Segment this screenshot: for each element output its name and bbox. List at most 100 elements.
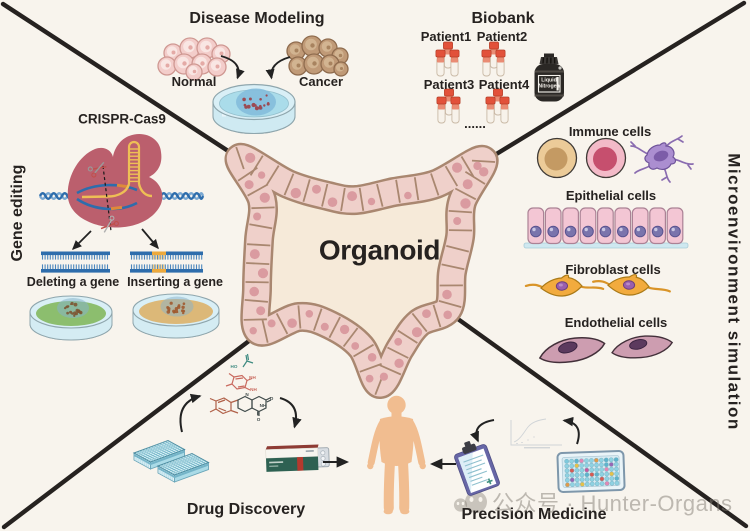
organoid-cell-wall <box>438 300 462 308</box>
assay-well <box>574 463 579 468</box>
dish-speckle <box>251 102 256 108</box>
epithelial-cell <box>666 207 684 245</box>
assay-well <box>565 477 570 483</box>
tube-cap <box>481 49 492 58</box>
organoid-cell-wall <box>353 343 374 358</box>
assay-well <box>608 457 614 463</box>
report-graph-sketch-part <box>510 420 562 446</box>
assay-well <box>599 476 605 482</box>
epithelial-cell <box>579 207 597 245</box>
nucleus-highlight <box>626 282 631 286</box>
dish-speckle <box>181 305 185 309</box>
wechat-icon-part <box>465 491 487 513</box>
medicine-box-part <box>265 444 330 472</box>
organoid-cell-wall <box>251 206 275 210</box>
cancer-label: Cancer <box>298 73 344 89</box>
nucleus-highlight <box>558 283 563 287</box>
tube-cap <box>495 49 506 58</box>
organoid-cell-wall <box>444 165 459 187</box>
dna-teeth <box>41 255 109 269</box>
tube-cap <box>499 96 510 105</box>
organoid-cell-nucleus <box>249 286 259 297</box>
liquid-nitrogen-canister-part <box>544 53 554 58</box>
organoid-center-label: Organoid <box>318 234 441 266</box>
epithelial-cell-nucleus <box>651 225 664 238</box>
dna-insert <box>152 269 166 273</box>
wechat-icon-part <box>461 501 465 506</box>
patient-leg <box>383 457 395 513</box>
assay-well <box>614 480 620 486</box>
assay-well <box>584 472 590 477</box>
dish-speckle <box>75 308 80 313</box>
wechat-icon-part <box>453 498 468 512</box>
epithelial-cell-nucleus <box>617 225 629 238</box>
organoid-cell-nucleus <box>339 324 350 335</box>
patient-arm <box>407 419 426 466</box>
epithelial-cells-label: Epithelial cells <box>565 187 657 203</box>
blister-pill <box>320 450 326 456</box>
organoid-cell-nucleus <box>347 191 358 202</box>
cell-dot <box>326 45 331 50</box>
patient-neck <box>391 411 402 419</box>
cap-rib <box>542 57 545 64</box>
dish-speckle <box>70 301 74 306</box>
organoid-cell-nucleus <box>244 180 254 190</box>
organoid-cell-nucleus <box>460 198 471 209</box>
plate-grid-line <box>168 458 203 472</box>
plate-grid-line <box>138 442 173 456</box>
crispr-illustration-part <box>81 140 153 199</box>
diagonal-line-bottom-left <box>1 322 273 530</box>
dish-speckle <box>258 106 263 110</box>
precision-medicine-title: Precision Medicine <box>461 506 607 524</box>
scissors-icon-part <box>109 215 115 221</box>
molecule-flavin-part-part <box>257 396 272 416</box>
organoid-cell-wall <box>460 156 475 177</box>
organoid-cell-wall <box>297 305 302 329</box>
wechat-icon <box>453 491 487 513</box>
organoid-cell-nucleus <box>290 187 301 199</box>
cell-dot <box>338 53 343 58</box>
dna-rail <box>41 269 110 273</box>
assay-well <box>584 467 590 473</box>
organoid-cell-nucleus <box>479 167 489 177</box>
cell-dot <box>219 51 224 56</box>
epithelial-cell <box>562 207 579 245</box>
organoid-cell-wall <box>249 223 273 230</box>
endothelial-cell <box>611 335 674 359</box>
assay-well <box>589 467 594 473</box>
organoid-cell-wall <box>283 173 295 196</box>
organoid-cell-nucleus <box>365 374 374 383</box>
assay-well <box>589 462 594 468</box>
epithelial-cell-nucleus <box>530 225 542 238</box>
cas9-protein <box>67 133 163 228</box>
assay-plate-part <box>564 457 620 488</box>
plate-grid-line <box>166 457 201 471</box>
cell-dot <box>339 66 344 71</box>
dish-speckle <box>75 312 78 316</box>
assay-well <box>594 467 599 472</box>
clipboard-part <box>463 454 488 486</box>
drug-discovery-title: Drug Discovery <box>186 501 306 519</box>
assay-plate <box>556 450 626 493</box>
organoid-cell-wall <box>441 263 465 271</box>
assay-well <box>569 473 575 478</box>
tube-content <box>450 57 459 63</box>
organoid-cell-wall <box>342 327 359 348</box>
molecule-red <box>225 373 253 391</box>
assay-well <box>574 458 579 464</box>
plate-grid-line <box>170 459 205 474</box>
organoid-ring-band <box>227 145 496 397</box>
dendritic-cell <box>630 135 694 183</box>
tube-cap <box>436 96 447 105</box>
patient2-label: Patient2 <box>476 28 528 44</box>
plate-grid-line <box>162 455 197 469</box>
nucleus-highlight <box>584 227 588 232</box>
clipboard-part <box>464 441 471 448</box>
epithelial-cell-nucleus <box>669 225 681 238</box>
organoid-cell-nucleus <box>256 306 266 316</box>
organoid-cell-nucleus <box>367 197 376 206</box>
cell-dot <box>188 45 193 50</box>
organoid-cell-wall <box>321 183 329 207</box>
inserting-dish <box>132 293 220 339</box>
